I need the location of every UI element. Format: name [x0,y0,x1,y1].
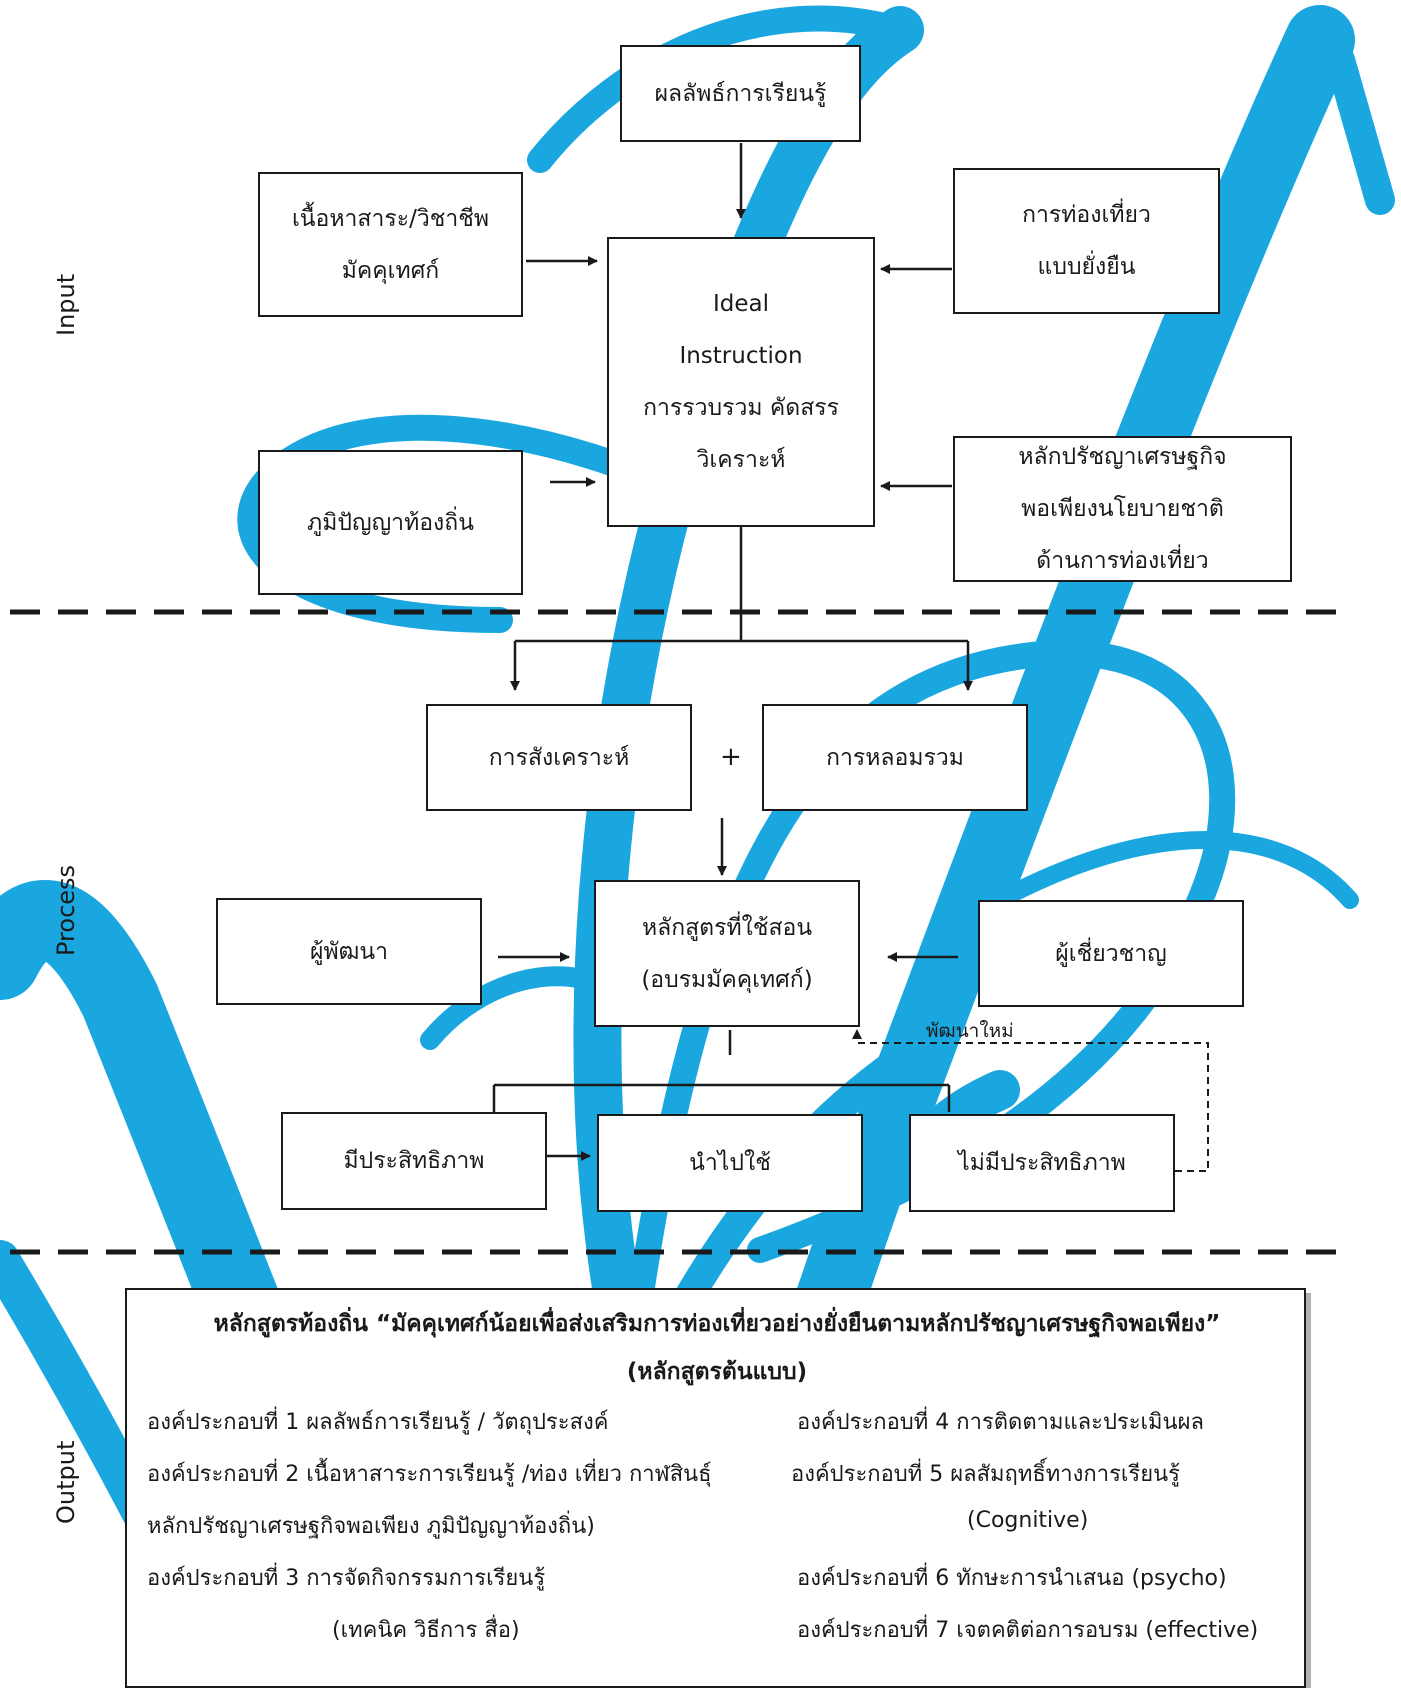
output-subtitle: (หลักสูตรต้นแบบ) [626,1359,808,1385]
apply-box: นำไปใช้ [597,1114,863,1212]
learning-outcomes-text: ผลลัพธ์การเรียนรู้ [654,80,827,107]
philosophy-line-1: หลักปรัชญาเศรษฐกิจ [1018,444,1227,470]
component-4: องค์ประกอบที่ 4 การติดตามและประเมินผล [797,1410,1204,1435]
ideal-line-3: การรวบรวม คัดสรร [643,395,839,421]
developer-text: ผู้พัฒนา [309,938,389,965]
tourism-line-2: แบบยั่งยืน [1037,254,1136,280]
ideal-line-4: วิเคราะห์ [696,447,786,473]
ideal-instruction-box: Ideal Instruction การรวบรวม คัดสรร วิเคร… [607,237,875,527]
redevelop-label: พัฒนาใหม่ [926,1020,1014,1042]
feedback-dashed [852,1029,1209,1172]
expert-box: ผู้เชี่ยวชาญ [978,900,1244,1007]
philosophy-box: หลักปรัชญาเศรษฐกิจ พอเพียงนโยบายชาติ ด้า… [953,436,1292,582]
output-curriculum-box: หลักสูตรท้องถิ่น “มัคคุเทศก์น้อยเพื่อส่ง… [125,1288,1306,1688]
component-5: องค์ประกอบที่ 5 ผลสัมฤทธิ์ทางการเรียนรู้ [791,1462,1180,1487]
curriculum-line-1: หลักสูตรที่ใช้สอน [641,914,813,941]
component-1: องค์ประกอบที่ 1 ผลลัพธ์การเรียนรู้ / วัต… [147,1410,609,1435]
component-2-cont: หลักปรัชญาเศรษฐกิจพอเพียง ภูมิปัญญาท้องถ… [147,1514,595,1539]
expert-text: ผู้เชี่ยวชาญ [1055,940,1167,967]
developer-box: ผู้พัฒนา [216,898,482,1005]
process-label: Process [52,864,80,956]
effective-text: มีประสิทธิภาพ [343,1148,485,1174]
component-5-detail: (Cognitive) [967,1508,1089,1533]
output-title: หลักสูตรท้องถิ่น “มัคคุเทศก์น้อยเพื่อส่ง… [147,1300,1287,1396]
component-3-detail: (เทคนิค วิธีการ สื่อ) [332,1618,520,1643]
component-2: องค์ประกอบที่ 2 เนื้อหาสาระการเรียนรู้ /… [147,1462,712,1487]
apply-text: นำไปใช้ [689,1150,771,1176]
synthesis-box: การสังเคราะห์ [426,704,692,811]
content-box: เนื้อหาสาระ/วิชาชีพ มัคคุเทศก์ [258,172,523,317]
tourism-box: การท่องเที่ยว แบบยั่งยืน [953,168,1220,314]
learning-outcomes-box: ผลลัพธ์การเรียนรู้ [620,45,861,142]
philosophy-line-3: ด้านการท่องเที่ยว [1036,548,1209,574]
integration-text: การหลอมรวม [826,744,964,771]
content-line-2: มัคคุเทศก์ [341,257,440,284]
ineffective-text: ไม่มีประสิทธิภาพ [958,1150,1126,1176]
local-wisdom-box: ภูมิปัญญาท้องถิ่น [258,450,523,595]
output-title-line: หลักสูตรท้องถิ่น “มัคคุเทศก์น้อยเพื่อส่ง… [213,1311,1221,1337]
component-7: องค์ประกอบที่ 7 เจตคติต่อการอบรม (effect… [797,1618,1259,1643]
tourism-line-1: การท่องเที่ยว [1022,202,1151,228]
philosophy-line-2: พอเพียงนโยบายชาติ [1021,496,1224,522]
component-3: องค์ประกอบที่ 3 การจัดกิจกรรมการเรียนรู้ [147,1566,546,1591]
output-label: Output [52,1440,80,1524]
ineffective-box: ไม่มีประสิทธิภาพ [909,1114,1175,1212]
plus-sign: + [720,742,742,772]
curriculum-box: หลักสูตรที่ใช้สอน (อบรมมัคคุเทศก์) [594,880,860,1027]
input-label: Input [52,273,80,336]
curriculum-line-2: (อบรมมัคคุเทศก์) [641,966,813,993]
local-wisdom-text: ภูมิปัญญาท้องถิ่น [307,509,474,536]
synthesis-text: การสังเคราะห์ [488,744,630,771]
ideal-line-2: Instruction [679,343,803,369]
integration-box: การหลอมรวม [762,704,1028,811]
component-6: องค์ประกอบที่ 6 ทักษะการนำเสนอ (psycho) [797,1566,1227,1591]
content-line-1: เนื้อหาสาระ/วิชาชีพ [291,205,490,232]
effective-box: มีประสิทธิภาพ [281,1112,547,1210]
ideal-line-1: Ideal [712,291,770,317]
